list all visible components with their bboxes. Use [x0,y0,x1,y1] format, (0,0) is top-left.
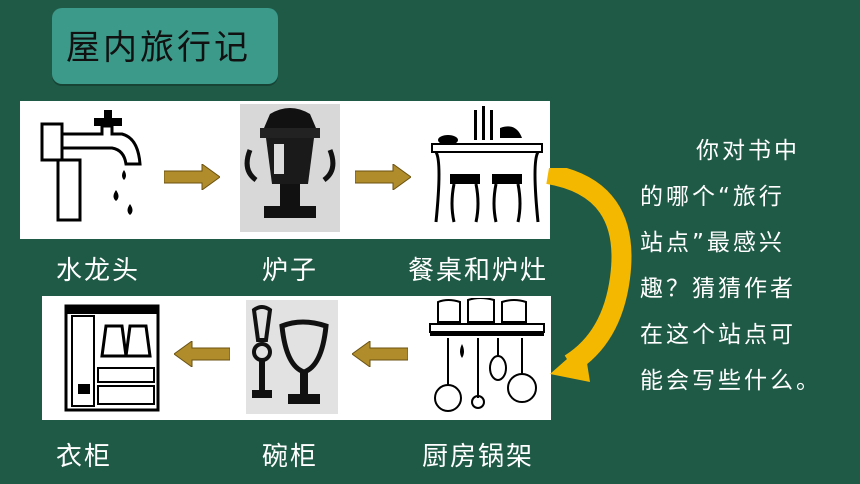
stove-icon [240,104,340,232]
arrow-right-icon [164,164,220,190]
arrow-left-icon [352,341,408,367]
wardrobe-icon [62,300,162,414]
faucet-icon [38,104,150,232]
arrow-right-icon [355,164,411,190]
question-line: 在这个站点可 [640,322,796,348]
caption-wardrobe: 衣柜 [56,442,113,472]
title-box [52,8,278,84]
question-text: 你对书中 的哪个“旅行 站点”最感兴 趣？猜猜作者 在这个站点可 能会写些什么。 [640,128,845,404]
caption-pot-rack: 厨房锅架 [422,442,535,472]
question-line: 站点”最感兴 [640,230,785,256]
curved-arrow-icon [540,164,640,392]
caption-dining-table: 餐桌和炉灶 [408,256,549,286]
pot-rack-icon [428,298,546,416]
dining-table-icon [428,104,546,232]
caption-faucet: 水龙头 [56,256,141,286]
cupboard-icon [246,300,338,414]
arrow-left-icon [174,341,230,367]
question-line: 你对书中 [696,138,800,164]
caption-stove: 炉子 [262,256,319,286]
question-line: 的哪个“旅行 [640,184,785,210]
caption-cupboard: 碗柜 [262,442,319,472]
question-line: 能会写些什么。 [640,368,822,394]
page-title: 屋内旅行记 [66,28,251,68]
question-line: 趣？猜猜作者 [640,276,796,302]
